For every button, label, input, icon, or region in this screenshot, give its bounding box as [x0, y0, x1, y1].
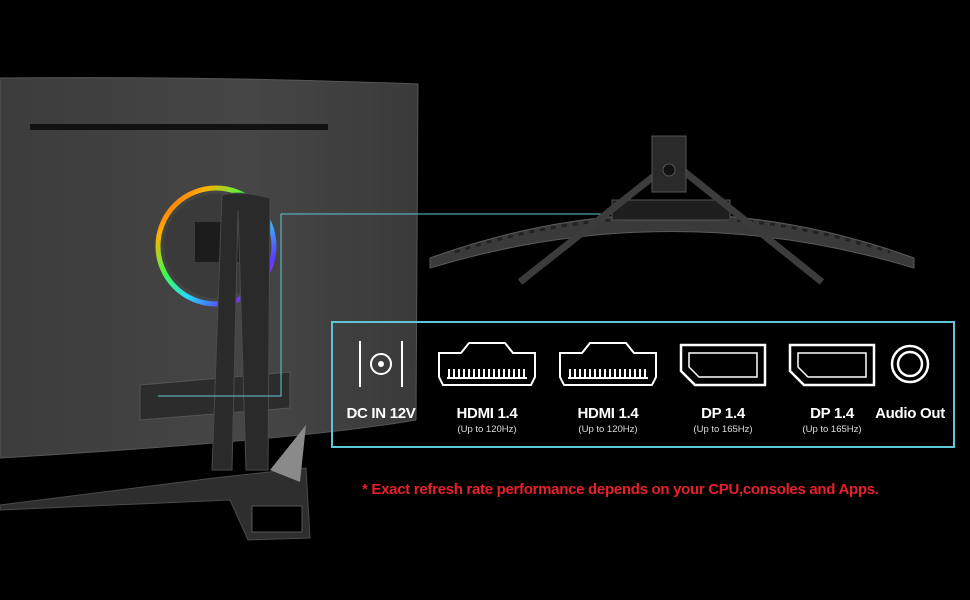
vent-slot: [30, 124, 328, 130]
port-sublabel: (Up to 120Hz): [578, 424, 638, 435]
rgb-ring: [155, 185, 277, 307]
monitor-top-view: [429, 135, 915, 285]
port-label: DC IN 12V: [346, 405, 416, 422]
ports-panel: DC IN 12V HDMI 1.4 (Up to 120Hz): [331, 321, 955, 448]
port-label: HDMI 1.4: [456, 405, 518, 422]
dc-in-icon: [359, 341, 403, 387]
refresh-rate-note: * Exact refresh rate performance depends…: [362, 481, 879, 498]
displayport-icon: [788, 343, 876, 387]
port-sublabel: (Up to 120Hz): [457, 424, 517, 435]
monitor-stand: [0, 192, 311, 541]
port-label: HDMI 1.4: [577, 405, 639, 422]
port-label: DP 1.4: [701, 405, 745, 422]
hdmi-port-icon: [438, 342, 536, 386]
displayport-icon: [679, 343, 767, 387]
port-sublabel: (Up to 165Hz): [802, 424, 862, 435]
port-sublabel: (Up to 165Hz): [693, 424, 753, 435]
audio-out-icon: [890, 344, 930, 384]
port-label: Audio Out: [875, 405, 945, 422]
hdmi-port-icon: [559, 342, 657, 386]
port-label: DP 1.4: [810, 405, 854, 422]
